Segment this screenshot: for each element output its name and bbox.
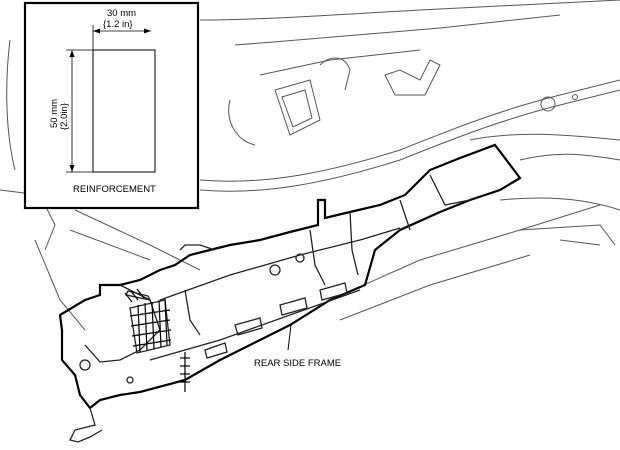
reinforcement-patch [125,290,171,354]
rear-side-frame-label: REAR SIDE FRAME [254,358,341,369]
height-dimension-mm: 50 mm [49,99,60,128]
rear-side-frame-leader [287,324,292,351]
vehicle-body-background [0,0,620,331]
weld-marks [124,288,190,392]
reinforcement-inset: 30 mm {1.2 in} 50 mm {2.0in} REINFORCEME… [23,1,200,210]
reinforcement-caption: REINFORCEMENT [73,184,156,195]
width-dimension-mm: 30 mm [107,8,136,19]
width-dimension-in: {1.2 in} [103,19,133,30]
height-dimension-in: {2.0in} [59,103,70,130]
reinforcement-piece [92,49,156,173]
